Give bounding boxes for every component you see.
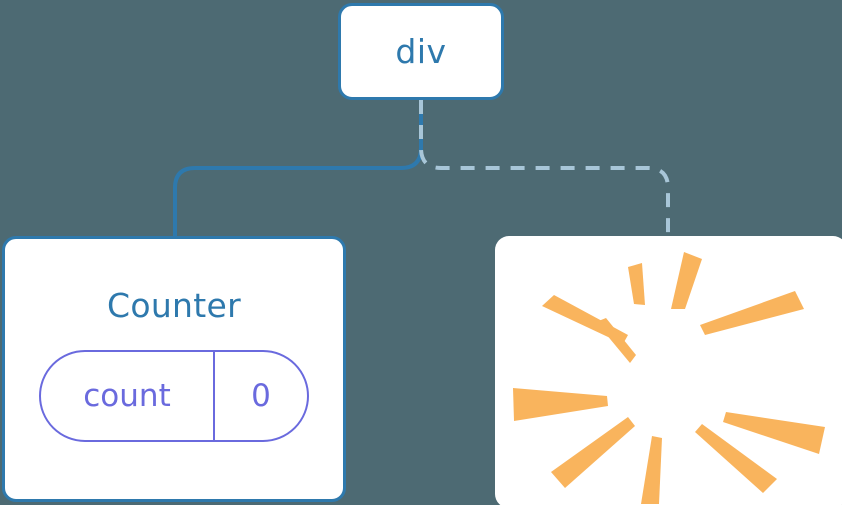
prop-key-count: count xyxy=(83,377,171,414)
spark-ray-10 xyxy=(596,318,636,363)
edge-div-to-counter xyxy=(173,98,423,238)
prop-divider xyxy=(213,352,215,440)
counter-prop-pill[interactable]: count 0 xyxy=(39,350,309,442)
prop-value-count: 0 xyxy=(251,377,271,414)
spark-ray-4 xyxy=(723,412,825,454)
edge-div-to-spark xyxy=(419,100,670,236)
sparkle-burst-icon xyxy=(513,252,825,504)
spark-node[interactable] xyxy=(495,236,842,505)
spark-ray-5 xyxy=(695,424,777,493)
spark-ray-2 xyxy=(671,252,702,309)
spark-ray-7 xyxy=(551,417,635,488)
spark-ray-1 xyxy=(628,263,645,305)
div-node[interactable]: div xyxy=(338,3,504,100)
spark-ray-8 xyxy=(513,388,608,421)
spark-ray-3 xyxy=(700,291,804,335)
counter-node-label: Counter xyxy=(107,286,241,325)
spark-ray-6 xyxy=(641,436,662,504)
div-node-label: div xyxy=(395,32,447,71)
counter-node[interactable]: Counter count 0 xyxy=(2,236,346,502)
